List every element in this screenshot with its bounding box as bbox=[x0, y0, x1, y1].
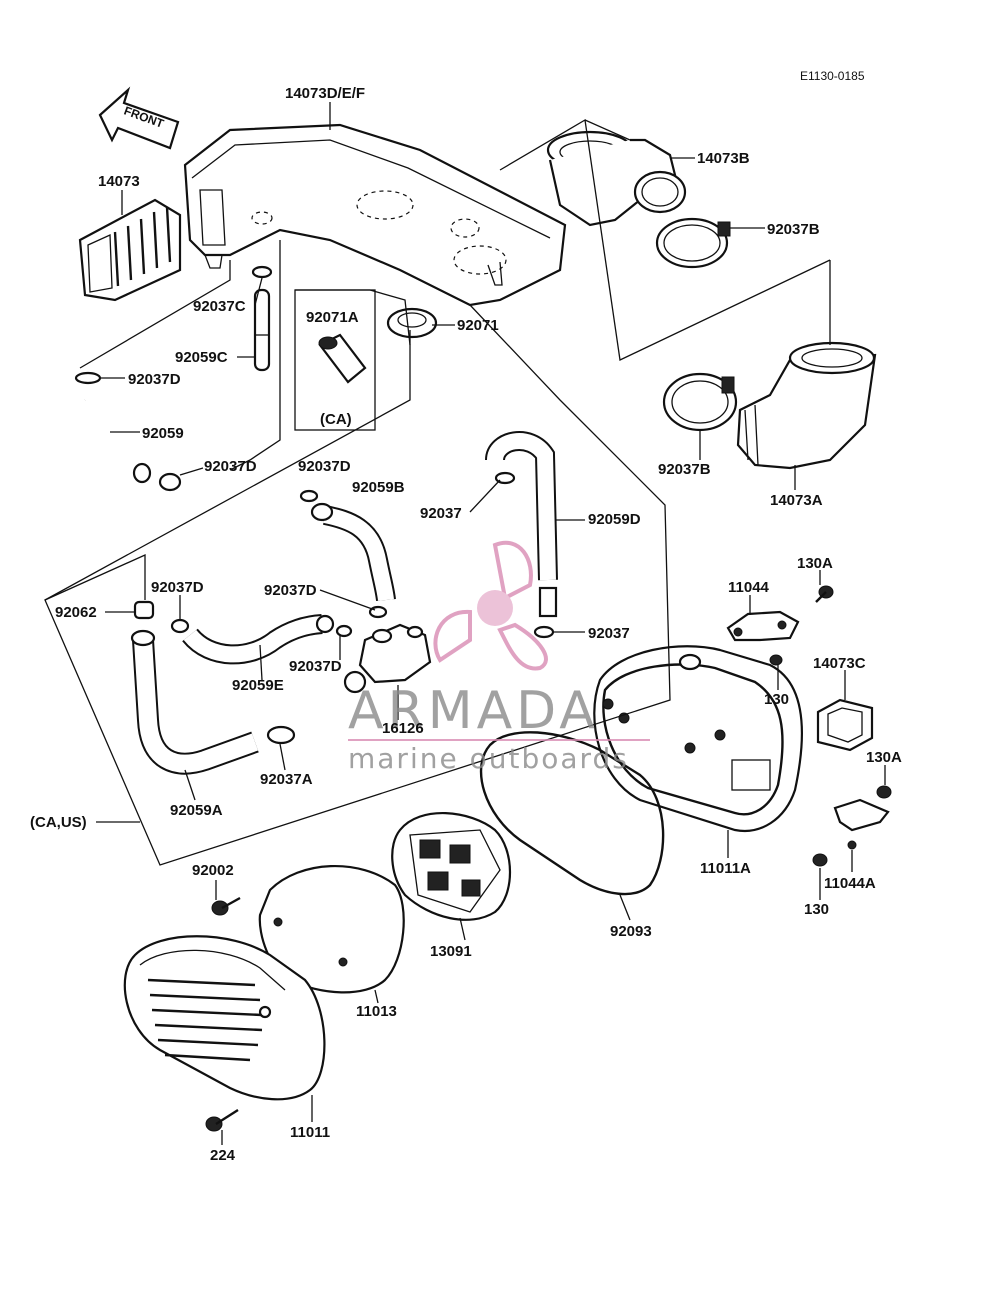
valve-16126 bbox=[343, 623, 432, 694]
hose-92059 bbox=[80, 387, 152, 484]
leader-lines bbox=[96, 102, 886, 1145]
label-92059A: 92059A bbox=[170, 802, 223, 819]
label-14073: 14073 bbox=[98, 173, 140, 190]
inlet-boot-14073 bbox=[78, 198, 182, 302]
watermark: ARMADA marine outboards bbox=[348, 540, 650, 775]
label-92037D-f: 92037D bbox=[289, 658, 342, 675]
clamp-92037B-mid bbox=[662, 372, 738, 432]
label-CA: (CA) bbox=[320, 411, 352, 428]
clip-92037-mid bbox=[533, 625, 555, 639]
screw-92002 bbox=[211, 896, 241, 916]
label-13091: 13091 bbox=[430, 943, 472, 960]
clip-92037D-a bbox=[74, 371, 102, 385]
hose-92059B bbox=[310, 502, 396, 602]
hose-92059D bbox=[485, 431, 558, 618]
bolt-130-bottom bbox=[812, 853, 828, 867]
clip-92037C bbox=[251, 265, 273, 279]
label-11011A: 11011A bbox=[700, 860, 751, 877]
watermark-brand: ARMADA bbox=[348, 681, 599, 741]
watermark-tagline: marine outboards bbox=[348, 742, 629, 775]
clip-92037D-d bbox=[170, 618, 190, 634]
label-92037-mid: 92037 bbox=[588, 625, 630, 642]
diagram-code: E1130-0185 bbox=[800, 69, 865, 83]
label-14073B: 14073B bbox=[697, 150, 750, 167]
label-92071: 92071 bbox=[457, 317, 499, 334]
elbow-14073A bbox=[736, 341, 877, 470]
clip-92037-top bbox=[494, 471, 516, 485]
label-14073DEF: 14073D/E/F bbox=[285, 85, 365, 102]
hose-92059E bbox=[182, 614, 335, 665]
grommet-92071 bbox=[386, 307, 438, 339]
bolt-130A-bottom bbox=[876, 785, 892, 799]
clip-92037D-c bbox=[299, 489, 319, 503]
label-224: 224 bbox=[210, 1147, 236, 1164]
bracket-11044A bbox=[833, 798, 890, 850]
clamp-92037B-top bbox=[655, 217, 731, 269]
element-13091 bbox=[391, 811, 512, 921]
grommet-14073C bbox=[816, 698, 874, 752]
label-92059D: 92059D bbox=[588, 511, 641, 528]
label-92059: 92059 bbox=[142, 425, 184, 442]
bolt-130-top bbox=[769, 654, 783, 666]
label-92062: 92062 bbox=[55, 604, 97, 621]
label-92059E: 92059E bbox=[232, 677, 284, 694]
label-92059C: 92059C bbox=[175, 349, 228, 366]
label-92037D-b: 92037D bbox=[204, 458, 257, 475]
hose-92059A bbox=[130, 629, 259, 775]
label-92002: 92002 bbox=[192, 862, 234, 879]
label-92037C: 92037C bbox=[193, 298, 246, 315]
label-92037A: 92037A bbox=[260, 771, 313, 788]
label-92093: 92093 bbox=[610, 923, 652, 940]
bracket-11044 bbox=[726, 610, 800, 642]
group-outline-lines bbox=[44, 118, 831, 866]
label-14073C: 14073C bbox=[813, 655, 866, 672]
label-92037B-mid: 92037B bbox=[658, 461, 711, 478]
cover-11011 bbox=[123, 935, 326, 1101]
clip-92037D-f bbox=[335, 624, 353, 638]
label-92071A: 92071A bbox=[306, 309, 359, 326]
label-92059B: 92059B bbox=[352, 479, 405, 496]
label-11044: 11044 bbox=[728, 579, 770, 596]
label-92037D-e: 92037D bbox=[264, 582, 317, 599]
fitting-92071A bbox=[318, 333, 367, 384]
screw-224 bbox=[205, 1108, 239, 1132]
label-16126: 16126 bbox=[382, 720, 424, 737]
propeller-logo-icon bbox=[433, 540, 548, 671]
label-CAUS: (CA,US) bbox=[30, 814, 87, 831]
label-130-top: 130 bbox=[764, 691, 789, 708]
label-92037D-a: 92037D bbox=[128, 371, 181, 388]
label-11044A: 11044A bbox=[824, 875, 876, 892]
label-130A-top: 130A bbox=[797, 555, 833, 572]
air-cleaner-base-11011A bbox=[593, 645, 803, 833]
label-92037B-top: 92037B bbox=[767, 221, 820, 238]
label-92037D-d: 92037D bbox=[151, 579, 204, 596]
air-duct-14073DEF bbox=[183, 123, 567, 307]
clip-92037D-b bbox=[158, 472, 182, 492]
elbow-14073B bbox=[546, 130, 687, 227]
front-arrow-icon: FRONT bbox=[98, 86, 180, 150]
label-130-bottom: 130 bbox=[804, 901, 829, 918]
label-92037-top: 92037 bbox=[420, 505, 462, 522]
grommet-92062 bbox=[133, 600, 155, 620]
label-130A-bottom: 130A bbox=[866, 749, 902, 766]
clip-92037A bbox=[266, 725, 296, 745]
label-11013: 11013 bbox=[356, 1003, 397, 1020]
label-14073A: 14073A bbox=[770, 492, 823, 509]
bolt-130A-top bbox=[815, 585, 834, 603]
label-92037D-c: 92037D bbox=[298, 458, 351, 475]
label-11011: 11011 bbox=[290, 1124, 330, 1141]
hose-92059C bbox=[253, 288, 271, 372]
